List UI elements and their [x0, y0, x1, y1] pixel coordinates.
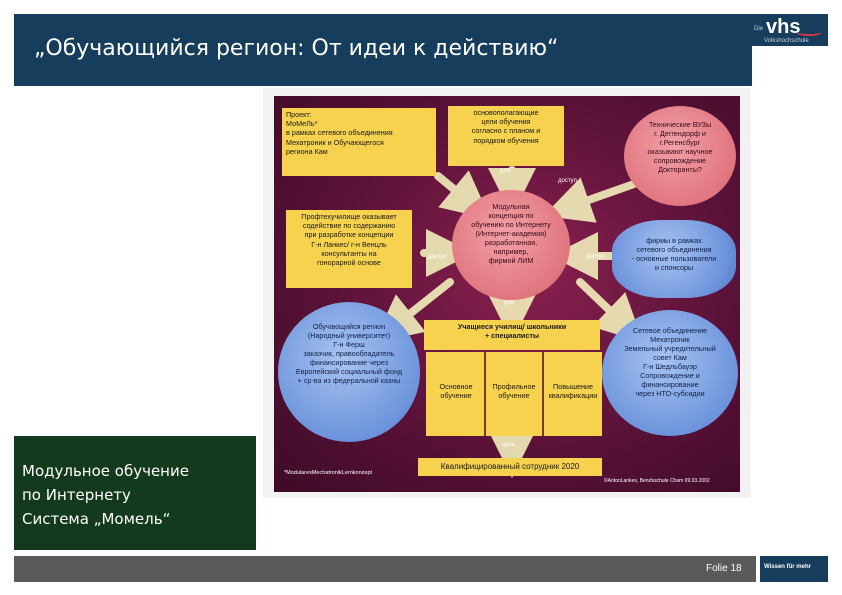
universities-line: оказывают научное — [647, 147, 713, 156]
center-line: фирмой ЛИМ — [488, 256, 534, 265]
col-profile-line: обучение — [498, 391, 530, 401]
footer-bar — [14, 556, 756, 582]
universities-line: г.Регенсбург — [659, 138, 701, 147]
caption-line-2: по Интернету — [22, 486, 131, 504]
universities-line: г. Деггендорф и — [654, 129, 706, 138]
logo-prefix: Die — [754, 26, 764, 32]
firms-line: и спонсоры — [654, 263, 694, 272]
center-line: концепция по — [488, 211, 534, 220]
region-oval: Обучающийся регион (Народный университет… — [278, 302, 420, 442]
tag-access-top: доступ — [558, 178, 577, 184]
students-line: Учащиеся училищ/ школьники — [457, 322, 567, 331]
universities-oval: Технические ВУЗы г. Деггендорф и г.Реген… — [624, 106, 736, 206]
network-line: Земельный учредительный — [624, 344, 716, 353]
col-basic: Основное обучение — [430, 382, 482, 400]
slide-title: „Обучающийся регион: От идеи к действию“ — [34, 36, 559, 61]
network-line: финансирование — [641, 380, 699, 389]
col-basic-line: обучение — [440, 391, 472, 401]
goals-line: согласно с планом и — [471, 126, 541, 136]
project-line: в рамках сетевого объединения — [286, 128, 393, 138]
students-box: Учащиеся училищ/ школьники + специалисты — [424, 320, 600, 350]
project-box: Проект: МоМеЛь* в рамках сетевого объеди… — [282, 108, 436, 176]
universities-line: сопровождение — [653, 156, 707, 165]
region-line: + ср-ва из федеральной казны — [297, 376, 401, 385]
firms-line: - основные пользователи — [631, 254, 717, 263]
vocational-line: Г-н Ланкес/ г-н Венцль — [311, 239, 387, 249]
tag-for-bottom: для — [504, 300, 515, 306]
network-line: Сопровождение и — [640, 371, 700, 380]
vocational-line: содействие по содержанию — [302, 221, 396, 231]
region-line: Г-н Ферш — [333, 340, 365, 349]
region-line: Европейский социальный фонд — [295, 367, 403, 376]
universities-line: Докторанты? — [658, 165, 702, 174]
caption-line-1: Модульное обучение — [22, 462, 189, 480]
network-line: Г-н Шедльбауэр — [643, 362, 697, 371]
region-line: Обучающийся регион — [312, 322, 386, 331]
region-line: (Народный университет) — [307, 331, 391, 340]
goals-line: цели обучения — [481, 117, 531, 127]
universities-line: Технические ВУЗы — [648, 120, 712, 129]
network-oval: Сетевое объединение Мехатроник Земельный… — [602, 310, 738, 436]
firms-line: фирмы в рамках — [646, 236, 702, 245]
tag-goal: цель — [502, 442, 516, 448]
arrows-icon — [373, 166, 644, 478]
region-line: заказчик, правообладатель — [303, 349, 395, 358]
project-line: региона Кам — [286, 146, 328, 156]
vocational-line: гонорарной основе — [317, 258, 381, 268]
col-advanced-line: квалификации — [548, 391, 598, 401]
slide-number: Folie 18 — [706, 563, 742, 574]
region-line: финансирование через — [309, 358, 389, 367]
caption-line-3: Система „Момель“ — [22, 510, 171, 528]
center-line: обучению по Интернету — [471, 220, 551, 229]
logo-swoosh-icon — [796, 28, 822, 36]
firms-oval: фирмы в рамках сетевого объединения - ос… — [612, 220, 736, 298]
goals-line: основополагающие — [473, 108, 539, 117]
logo-word: vhs — [766, 16, 801, 38]
center-line: разработанная, — [484, 238, 538, 247]
tag-access-right: доступ — [586, 254, 605, 260]
tag-for: для — [500, 168, 511, 174]
vocational-box: Профтехучилище оказывает содействие по с… — [286, 210, 412, 288]
diagram-image: Проект: МоМеЛь* в рамках сетевого объеди… — [274, 96, 740, 492]
tag-access-left: доступ — [428, 254, 447, 260]
col-profile-line: Профильное — [492, 382, 536, 391]
result-box: Квалифицированный сотрудник 2020 — [418, 458, 602, 476]
project-line: Мехатроник и Обучающегося — [286, 137, 384, 147]
goals-box: основополагающие цели обучения согласно … — [448, 106, 564, 166]
network-line: совет Кам — [653, 353, 687, 362]
vocational-line: консультанты на — [321, 248, 377, 258]
center-oval: Модульная концепция по обучению по Интер… — [452, 190, 570, 300]
col-advanced: Повышение квалификации — [544, 382, 602, 400]
firms-line: сетевого объединения — [636, 245, 712, 254]
caption-panel: Модульное обучение по Интернету Система … — [14, 436, 256, 550]
network-line: через НТО-субсидии — [635, 389, 705, 398]
column-divider — [542, 352, 544, 436]
logo-subtitle: Volkshochschule — [764, 38, 809, 44]
slide-header: „Обучающийся регион: От идеи к действию“ — [14, 14, 752, 86]
project-line: МоМеЛь* — [286, 119, 318, 129]
students-line: + специалисты — [484, 331, 539, 341]
col-advanced-line: Повышение — [553, 382, 593, 391]
project-line: Проект: — [286, 110, 312, 119]
footnote: *ModularesMechatronikLernkonzept — [284, 470, 373, 476]
center-line: например, — [493, 247, 529, 256]
vocational-line: Профтехучилище оказывает — [301, 212, 397, 221]
network-line: Сетевое объединение — [632, 326, 708, 335]
training-columns: Основное обучение Профильное обучение По… — [426, 352, 602, 436]
vhs-logo: Die vhs Volkshochschule — [752, 14, 828, 46]
copyright: ©AntonLankes, Berufsschule Cham 09.03.20… — [604, 478, 710, 484]
network-line: Мехатроник — [650, 335, 690, 344]
col-basic-line: Основное — [439, 382, 473, 391]
brand-logo: Wissen für mehr — [760, 556, 828, 582]
footer-divider — [757, 556, 760, 582]
center-line: (Интернет-академия) — [475, 229, 547, 238]
vocational-line: при разработке концепции — [304, 230, 394, 240]
column-divider — [484, 352, 486, 436]
goals-line: порядком обучения — [473, 135, 539, 145]
col-profile: Профильное обучение — [486, 382, 542, 400]
center-line: Модульная — [492, 202, 530, 211]
brand-text: Wissen für mehr — [764, 564, 811, 570]
